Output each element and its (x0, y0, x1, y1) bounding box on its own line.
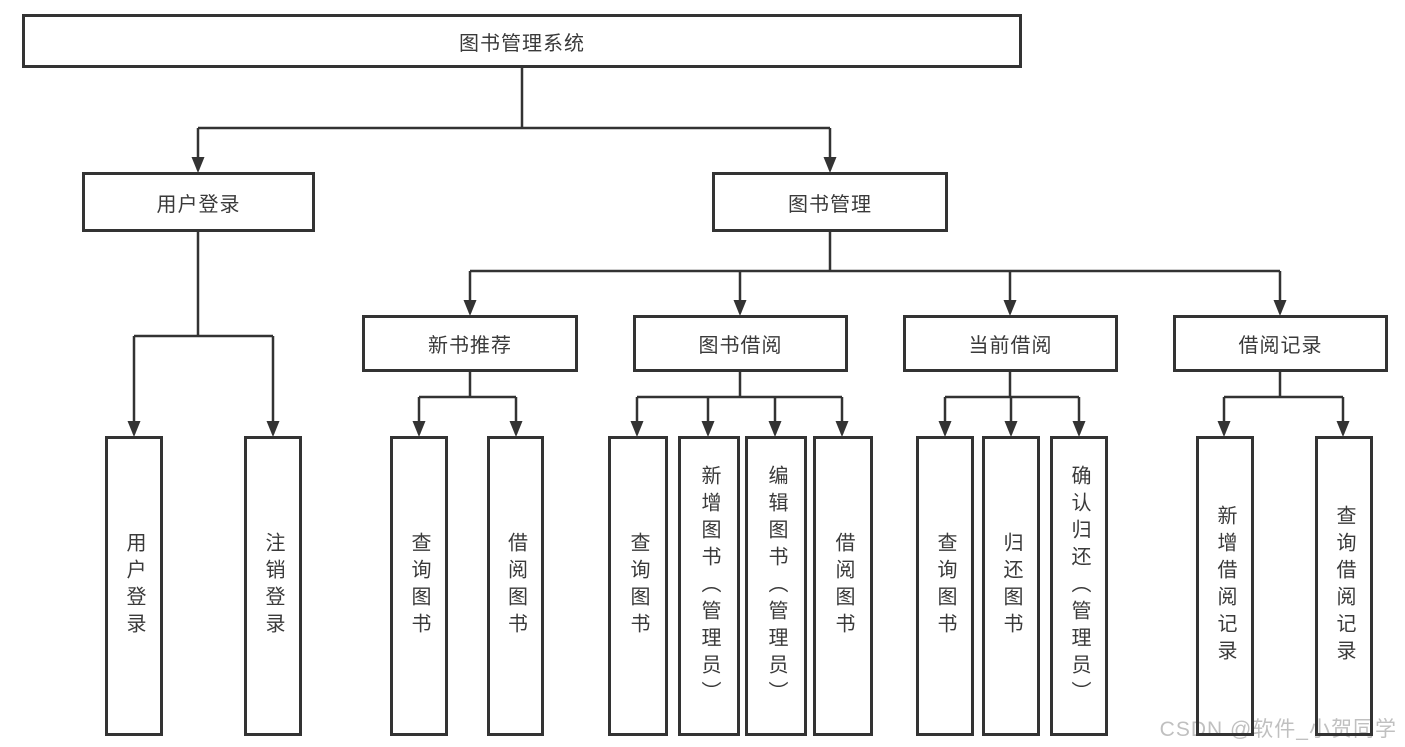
node-leaf-edit-books-admin: 编辑图书（管理员） (745, 436, 807, 736)
edge-user-login-trunk (134, 232, 273, 338)
node-borrowing-records: 借阅记录 (1173, 315, 1388, 372)
node-leaf-add-books-admin: 新增图书（管理员） (678, 436, 740, 736)
edge-borrowing-records-trunk (1224, 372, 1343, 399)
node-user-login: 用户登录 (82, 172, 315, 232)
edge-current-borrowing-trunk (945, 372, 1079, 399)
edge-book-management-trunk (470, 232, 1280, 273)
node-leaf-query-books-2: 查询图书 (608, 436, 668, 736)
node-leaf-query-books-1: 查询图书 (390, 436, 448, 736)
csdn-watermark: CSDN @软件_小贺同学 (1159, 718, 1397, 741)
edge-book-borrowing-trunk (637, 372, 842, 399)
node-current-borrowing: 当前借阅 (903, 315, 1118, 372)
node-new-book-recommend: 新书推荐 (362, 315, 578, 372)
node-book-management: 图书管理 (712, 172, 948, 232)
node-leaf-return-books: 归还图书 (982, 436, 1040, 736)
node-leaf-logout: 注销登录 (244, 436, 302, 736)
edge-new-book-recommend-trunk (419, 372, 516, 399)
edge-root-trunk (198, 68, 830, 130)
node-leaf-add-borrow-record: 新增借阅记录 (1196, 436, 1254, 736)
node-library-management-system: 图书管理系统 (22, 14, 1022, 68)
node-leaf-borrow-books-2: 借阅图书 (813, 436, 873, 736)
node-leaf-borrow-books-1: 借阅图书 (487, 436, 544, 736)
node-leaf-user-login: 用户登录 (105, 436, 163, 736)
node-leaf-query-books-3: 查询图书 (916, 436, 974, 736)
node-leaf-query-borrow-record: 查询借阅记录 (1315, 436, 1373, 736)
node-leaf-confirm-return-admin: 确认归还（管理员） (1050, 436, 1108, 736)
node-book-borrowing: 图书借阅 (633, 315, 848, 372)
